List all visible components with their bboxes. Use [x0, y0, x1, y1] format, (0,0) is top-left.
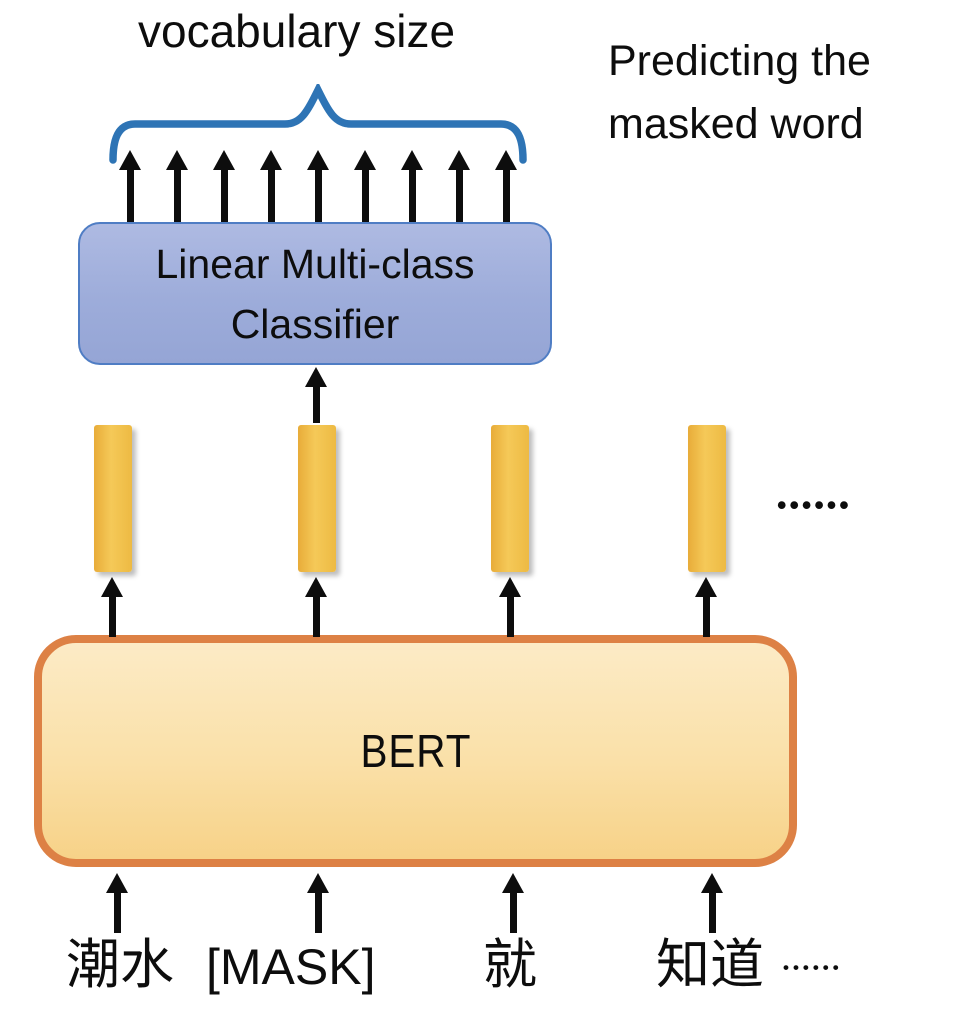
arrow-shaft [173, 167, 181, 222]
arrow-shaft [220, 167, 228, 222]
predicting-masked-word-note: Predicting the masked word [608, 37, 871, 148]
arrow-head [499, 577, 521, 597]
arrow-head [101, 577, 123, 597]
arrow-shaft [314, 890, 322, 933]
arrow-up-icon [401, 150, 423, 222]
arrow-up-icon [499, 577, 521, 637]
arrow-up-icon [101, 577, 123, 637]
arrow-shaft [502, 167, 510, 222]
arrow-head [305, 577, 327, 597]
arrow-head [502, 873, 524, 893]
arrow-head [213, 150, 235, 170]
arrow-up-icon [307, 873, 329, 933]
arrow-up-icon [495, 150, 517, 222]
arrow-head [695, 577, 717, 597]
arrow-head [305, 367, 327, 387]
arrow-up-icon [701, 873, 723, 933]
ellipsis-mid: •••••• [777, 490, 852, 520]
embedding-bar [491, 425, 529, 572]
arrow-head [307, 150, 329, 170]
arrow-up-icon [106, 873, 128, 933]
arrow-shaft [126, 167, 134, 222]
bert-box: BERT [34, 635, 797, 867]
arrow-head [307, 873, 329, 893]
arrow-up-icon [448, 150, 470, 222]
arrow-up-icon [695, 577, 717, 637]
arrow-up-icon [213, 150, 235, 222]
arrow-up-icon [307, 150, 329, 222]
arrow-head [448, 150, 470, 170]
arrow-head [106, 873, 128, 893]
arrow-head [701, 873, 723, 893]
arrow-shaft [702, 594, 710, 637]
input-token: 就 [483, 935, 537, 995]
arrow-up-icon [502, 873, 524, 933]
bert-label: BERT [360, 725, 471, 777]
input-token: 潮水 [66, 935, 174, 995]
ellipsis-bottom: •••••• [783, 958, 843, 977]
curly-brace-icon [109, 84, 527, 164]
classifier-label: Linear Multi-class Classifier [155, 240, 475, 347]
arrow-up-icon [305, 367, 327, 423]
arrow-shaft [408, 167, 416, 222]
arrow-shaft [314, 167, 322, 222]
arrow-up-icon [166, 150, 188, 222]
input-token-mask: [MASK] [206, 939, 376, 995]
arrow-shaft [455, 167, 463, 222]
arrow-up-icon [305, 577, 327, 637]
arrow-shaft [312, 384, 320, 423]
arrow-shaft [708, 890, 716, 933]
embedding-bar [688, 425, 726, 572]
arrow-shaft [108, 594, 116, 637]
classifier-box: Linear Multi-class Classifier [78, 222, 552, 365]
arrow-head [401, 150, 423, 170]
arrow-shaft [312, 594, 320, 637]
embedding-bar [298, 425, 336, 572]
arrow-shaft [506, 594, 514, 637]
arrow-head [354, 150, 376, 170]
embedding-bar [94, 425, 132, 572]
arrow-head [166, 150, 188, 170]
arrow-head [495, 150, 517, 170]
arrow-shaft [113, 890, 121, 933]
arrow-up-icon [260, 150, 282, 222]
arrow-shaft [361, 167, 369, 222]
arrow-shaft [267, 167, 275, 222]
arrow-shaft [509, 890, 517, 933]
vocabulary-size-label: vocabulary size [138, 5, 456, 57]
input-token: 知道 [656, 935, 764, 995]
arrow-head [119, 150, 141, 170]
arrow-up-icon [119, 150, 141, 222]
arrow-up-icon [354, 150, 376, 222]
arrow-head [260, 150, 282, 170]
